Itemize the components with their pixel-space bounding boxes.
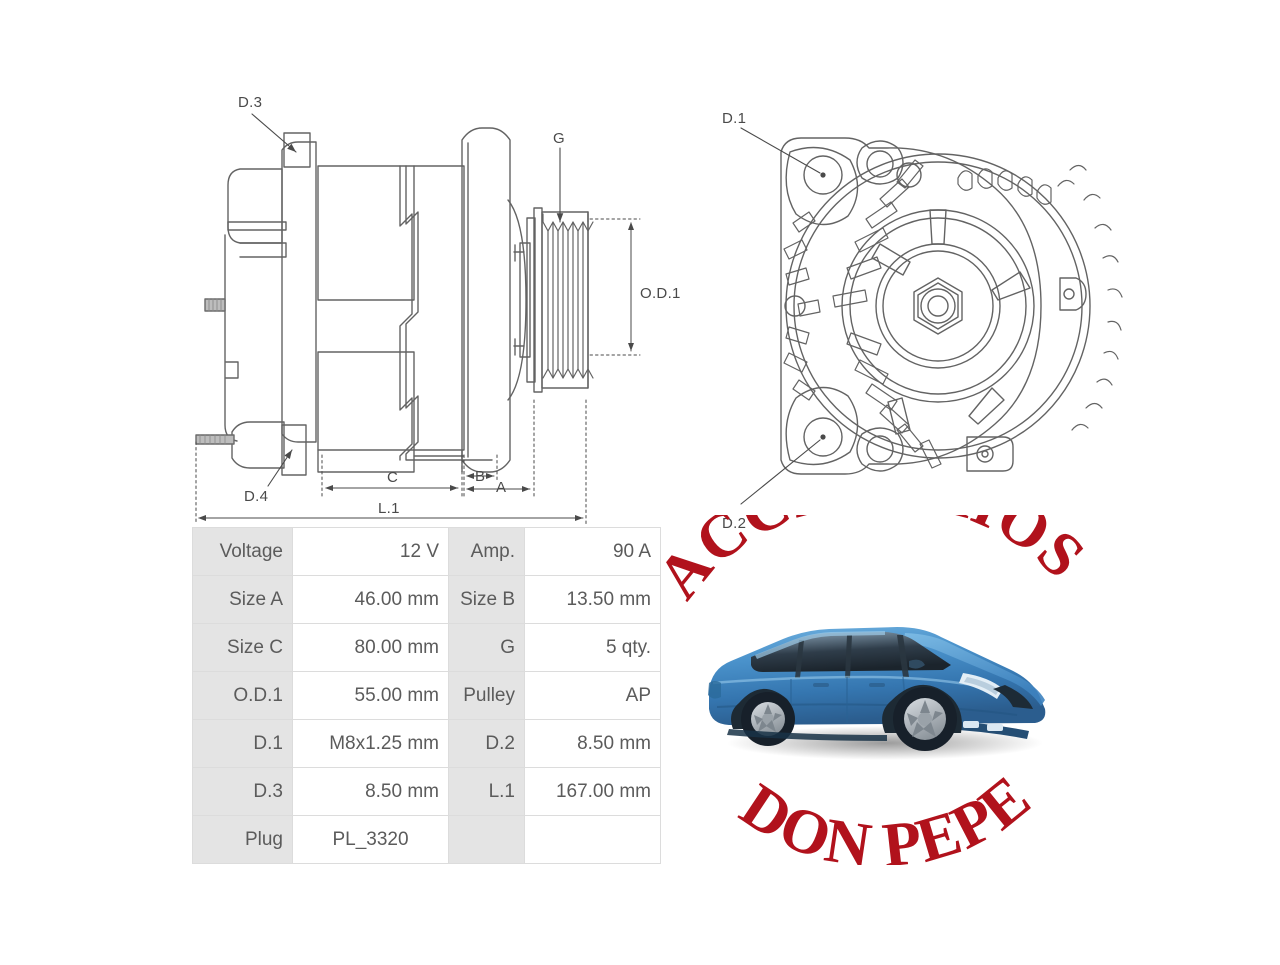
spec-label: L.1 xyxy=(448,767,525,816)
label-od1: O.D.1 xyxy=(640,285,681,302)
spec-label: Amp. xyxy=(448,527,525,576)
table-row: D.3 8.50 mm L.1 167.00 mm xyxy=(192,767,661,816)
spec-value: AP xyxy=(524,671,661,720)
spec-value: 13.50 mm xyxy=(524,575,661,624)
spec-value: 5 qty. xyxy=(524,623,661,672)
spec-label: O.D.1 xyxy=(192,671,293,720)
label-d4: D.4 xyxy=(244,488,268,505)
car-photo xyxy=(708,627,1046,760)
alternator-side-view xyxy=(195,127,594,476)
label-d1: D.1 xyxy=(722,110,746,127)
spec-value: M8x1.25 mm xyxy=(292,719,449,768)
spec-label: Size B xyxy=(448,575,525,624)
spec-label: Plug xyxy=(192,815,293,864)
dimension-c xyxy=(321,454,463,499)
spec-label: Voltage xyxy=(192,527,293,576)
spec-value: PL_3320 xyxy=(292,815,449,864)
label-a: A xyxy=(496,479,506,496)
spec-value: 80.00 mm xyxy=(292,623,449,672)
spec-value: 90 A xyxy=(524,527,661,576)
table-row: O.D.1 55.00 mm Pulley AP xyxy=(192,671,661,720)
spec-label: G xyxy=(448,623,525,672)
label-d2: D.2 xyxy=(722,515,746,532)
spec-label: Size A xyxy=(192,575,293,624)
spec-value: 55.00 mm xyxy=(292,671,449,720)
callout-d2 xyxy=(740,439,821,505)
specification-table: Voltage 12 V Amp. 90 A Size A 46.00 mm S… xyxy=(192,527,661,864)
table-row: Size C 80.00 mm G 5 qty. xyxy=(192,623,661,672)
label-g: G xyxy=(553,130,565,147)
spec-value: 46.00 mm xyxy=(292,575,449,624)
spec-label: D.3 xyxy=(192,767,293,816)
spec-label: D.2 xyxy=(448,719,525,768)
spec-value: 8.50 mm xyxy=(292,767,449,816)
spec-label: Size C xyxy=(192,623,293,672)
table-row: Size A 46.00 mm Size B 13.50 mm xyxy=(192,575,661,624)
dimension-a xyxy=(463,399,535,499)
callout-d3 xyxy=(251,113,297,153)
spec-value-empty xyxy=(524,815,661,864)
dimension-od1 xyxy=(589,218,641,356)
spec-label: Pulley xyxy=(448,671,525,720)
logo-text-bottom: DON PEPE xyxy=(729,761,1044,865)
dimension-l1 xyxy=(195,399,587,525)
spec-value: 167.00 mm xyxy=(524,767,661,816)
brand-logo-svg: ACCESORIOS DON PEPE xyxy=(655,515,1098,865)
label-c: C xyxy=(387,469,398,486)
label-d3: D.3 xyxy=(238,94,262,111)
spec-table-body: Voltage 12 V Amp. 90 A Size A 46.00 mm S… xyxy=(192,527,661,864)
spec-label: D.1 xyxy=(192,719,293,768)
table-row: D.1 M8x1.25 mm D.2 8.50 mm xyxy=(192,719,661,768)
alternator-front-view xyxy=(780,137,1123,475)
table-row: Plug PL_3320 xyxy=(192,815,661,864)
callout-d4 xyxy=(267,449,293,487)
spec-value: 12 V xyxy=(292,527,449,576)
brand-watermark: ACCESORIOS DON PEPE xyxy=(655,515,1105,865)
callout-d1 xyxy=(740,127,821,174)
label-l1: L.1 xyxy=(378,500,400,517)
label-b: B xyxy=(475,468,485,485)
spec-value: 8.50 mm xyxy=(524,719,661,768)
spec-label-empty xyxy=(448,815,525,864)
table-row: Voltage 12 V Amp. 90 A xyxy=(192,527,661,576)
